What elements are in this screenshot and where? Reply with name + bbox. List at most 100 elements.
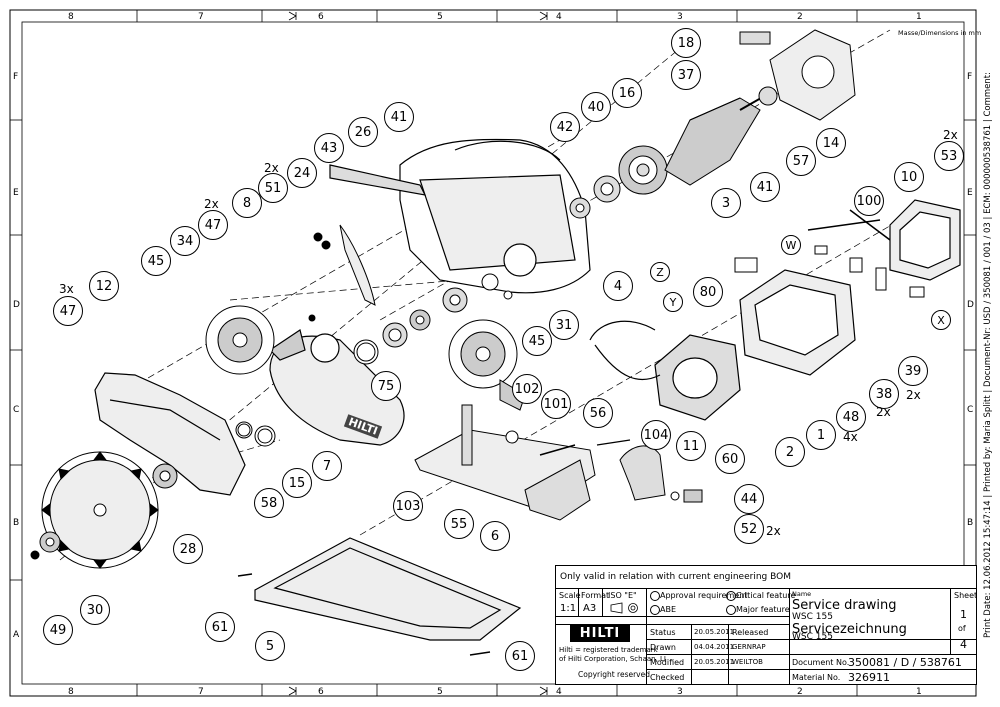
abe-label: ABE bbox=[660, 605, 677, 614]
grid-col-6-bottom: 6 bbox=[318, 687, 324, 697]
mult-38: 2x bbox=[876, 405, 891, 419]
status-label: Status bbox=[650, 628, 676, 637]
callout-61-left: 61 bbox=[205, 612, 235, 642]
callout-11: 11 bbox=[676, 431, 706, 461]
sheet-total: 4 bbox=[960, 638, 967, 651]
callout-47-left: 47 bbox=[53, 296, 83, 326]
grid-col-4-bottom: 4 bbox=[556, 687, 562, 697]
grid-row-D-right: D bbox=[967, 300, 974, 310]
callout-14: 14 bbox=[816, 128, 846, 158]
grid-row-E-right: E bbox=[967, 188, 973, 198]
material-no-label: Material No. bbox=[792, 673, 841, 682]
callout-28: 28 bbox=[173, 534, 203, 564]
grid-ticks bbox=[10, 10, 976, 696]
callout-6: 6 bbox=[480, 521, 510, 551]
format-value: A3 bbox=[583, 603, 597, 614]
callout-34: 34 bbox=[170, 226, 200, 256]
major-radio-icon bbox=[726, 605, 736, 615]
washer-part bbox=[670, 491, 680, 501]
approval-requirement: Approval requirement bbox=[660, 591, 748, 600]
grid-col-6: 6 bbox=[318, 12, 324, 22]
callout-43: 43 bbox=[314, 133, 344, 163]
callout-75: 75 bbox=[371, 371, 401, 401]
title-block: Only valid in relation with current engi… bbox=[555, 565, 977, 685]
callout-100: 100 bbox=[854, 186, 884, 216]
callout-53: 53 bbox=[934, 141, 964, 171]
mult-52: 2x bbox=[766, 524, 781, 538]
armature-part bbox=[664, 86, 778, 186]
callout-1: 1 bbox=[806, 420, 836, 450]
drawn-label: Drawn bbox=[650, 643, 676, 652]
callout-42: 42 bbox=[550, 112, 580, 142]
callout-56: 56 bbox=[583, 398, 613, 428]
grid-col-5-bottom: 5 bbox=[437, 687, 443, 697]
title-de: Servicezeichnung bbox=[792, 622, 907, 637]
callout-4: 4 bbox=[603, 271, 633, 301]
callout-45-left: 45 bbox=[141, 246, 171, 276]
iso-label: ISO "E" bbox=[608, 591, 637, 600]
grid-row-F: F bbox=[13, 72, 19, 82]
of-label: of bbox=[958, 624, 966, 633]
drawing-border bbox=[21, 21, 965, 685]
print-info-text: Print Date: 12.06.2012 15:47:14 | Printe… bbox=[983, 72, 993, 638]
validity-note: Only valid in relation with current engi… bbox=[560, 572, 791, 582]
major-feature: Major feature bbox=[736, 605, 790, 614]
callout-3: 3 bbox=[711, 188, 741, 218]
callout-55: 55 bbox=[444, 509, 474, 539]
grid-col-2-bottom: 2 bbox=[797, 687, 803, 697]
trademark-line-2: of Hilti Corporation, Schaan, LI bbox=[559, 655, 666, 663]
callout-7: 7 bbox=[312, 451, 342, 481]
grid-row-B-right: B bbox=[967, 518, 974, 528]
mult-39: 2x bbox=[906, 388, 921, 402]
hilti-logo: HILTI bbox=[570, 624, 630, 642]
grid-row-D: D bbox=[13, 300, 20, 310]
approval-radio-icon bbox=[650, 591, 660, 601]
projection-symbol-icon bbox=[610, 602, 638, 614]
callout-51: 51 bbox=[258, 173, 288, 203]
document-no-label: Document No. bbox=[792, 658, 850, 667]
modified-label: Modified bbox=[650, 658, 685, 667]
document-no: 350081 / D / 538761 bbox=[848, 656, 962, 669]
grid-col-8: 8 bbox=[68, 12, 74, 22]
trademark-line-1: Hilti = registered trademark bbox=[559, 646, 658, 654]
format-label: Format bbox=[581, 591, 610, 600]
grid-col-3-bottom: 3 bbox=[677, 687, 683, 697]
callout-18: 18 bbox=[671, 28, 701, 58]
material-no: 326911 bbox=[848, 671, 890, 684]
lower-blade-guard-part bbox=[94, 372, 246, 496]
grid-row-E: E bbox=[13, 188, 19, 198]
letter-X: X bbox=[931, 310, 951, 330]
mult-47-upper: 2x bbox=[204, 197, 219, 211]
model-en: WSC 155 bbox=[792, 612, 833, 622]
bearing-parts bbox=[235, 232, 431, 447]
sheet-number: 1 bbox=[960, 608, 967, 621]
scale-value: 1:1 bbox=[560, 603, 577, 614]
abe-radio-icon bbox=[650, 605, 660, 615]
callout-57: 57 bbox=[786, 146, 816, 176]
callout-24: 24 bbox=[287, 158, 317, 188]
base-plate-part bbox=[237, 537, 522, 656]
print-info-strip: Print Date: 12.06.2012 15:47:14 | Printe… bbox=[978, 10, 998, 700]
grid-col-2: 2 bbox=[797, 12, 803, 22]
critical-feature: Critical feature bbox=[736, 591, 796, 600]
dimensions-note: Masse/Dimensions in mm bbox=[898, 29, 982, 37]
mult-47-left: 3x bbox=[59, 282, 74, 296]
sheet-frame bbox=[9, 9, 977, 697]
drawn-by: GERNRAP bbox=[732, 643, 766, 651]
callout-10: 10 bbox=[894, 162, 924, 192]
callout-15: 15 bbox=[282, 468, 312, 498]
copyright: Copyright reserved bbox=[578, 670, 650, 679]
letter-W: W bbox=[781, 235, 801, 255]
callout-12: 12 bbox=[89, 271, 119, 301]
modified-date: 20.05.2011 bbox=[694, 658, 735, 666]
callout-49: 49 bbox=[43, 615, 73, 645]
status-value: Released bbox=[732, 628, 769, 637]
mult-53: 2x bbox=[943, 128, 958, 142]
sheet-label: Sheet bbox=[954, 591, 978, 600]
gear-train-parts bbox=[442, 175, 621, 313]
callout-104: 104 bbox=[641, 420, 671, 450]
title-en: Service drawing bbox=[792, 598, 897, 613]
callout-38: 38 bbox=[869, 379, 899, 409]
